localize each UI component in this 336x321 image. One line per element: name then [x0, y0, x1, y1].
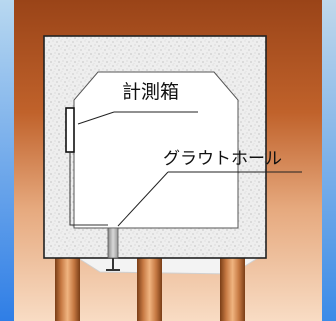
measurement-box-label: 計測箱	[122, 81, 179, 103]
right-sky-strip	[322, 0, 336, 321]
leader-line-grout-hole	[117, 171, 169, 227]
pile-center	[137, 258, 162, 321]
leader-line-measurement-box	[77, 111, 115, 125]
pile-right	[220, 258, 245, 321]
cable-line	[69, 152, 108, 226]
grout-hole-pipe	[107, 227, 119, 259]
left-sky-strip	[0, 0, 14, 321]
pile-left	[55, 258, 80, 321]
measurement-device	[65, 107, 75, 153]
measurement-box-cavity	[73, 71, 239, 229]
grout-hole-label: グラウトホール	[163, 149, 282, 169]
